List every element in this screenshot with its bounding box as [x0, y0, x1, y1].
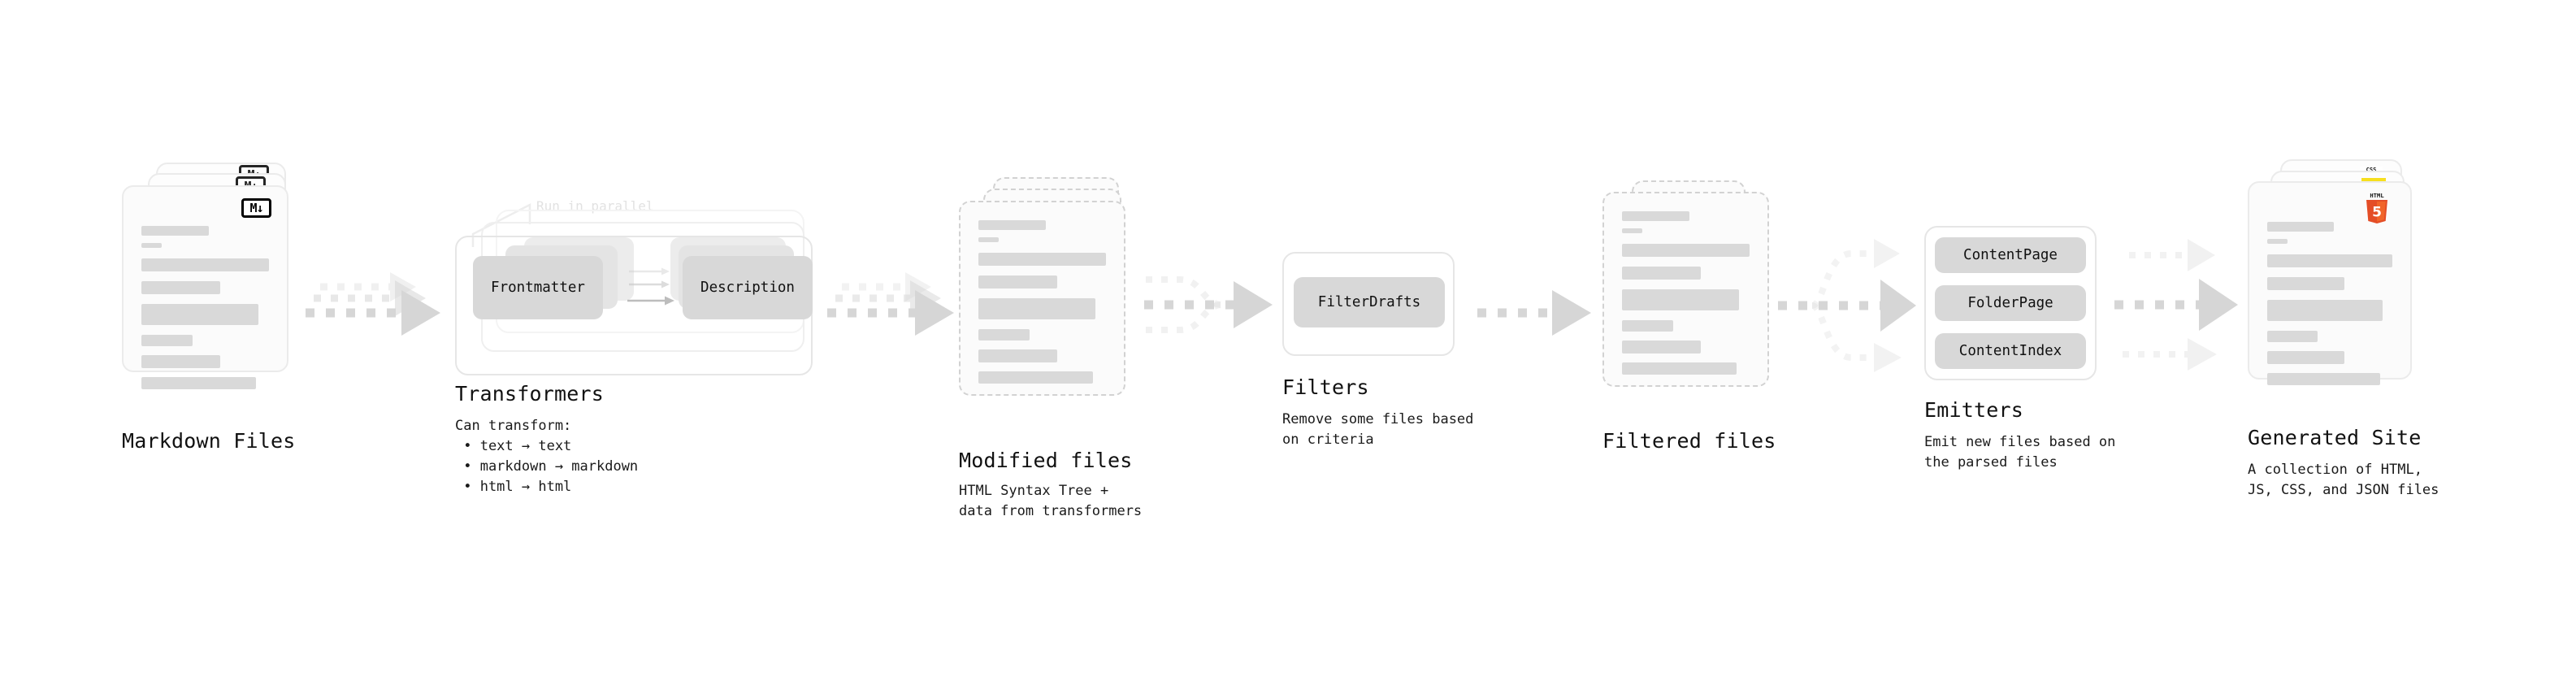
- skeleton-line: [2267, 239, 2288, 244]
- skeleton-line: [978, 220, 1047, 230]
- skeleton-line: [1622, 244, 1750, 257]
- stage-modified-files: [959, 177, 1146, 437]
- html5-logo-wordmark: HTML: [2370, 192, 2384, 199]
- skeleton-line: [2267, 277, 2345, 290]
- skeleton-line: [978, 275, 1058, 288]
- skeleton-line: [2267, 300, 2383, 321]
- emitter-node-label: ContentPage: [1963, 247, 2058, 263]
- connector-filters-to-filtered: [1471, 280, 1617, 345]
- stage-generated-site: CSS HTML 5: [2248, 159, 2451, 427]
- skeleton-line: [2267, 351, 2345, 364]
- skeleton-lines: [2267, 222, 2392, 393]
- skeleton-line: [1622, 228, 1643, 233]
- markdown-logo-front: M↓: [241, 198, 271, 218]
- stage-emitters: ContentPage FolderPage ContentIndex: [1924, 226, 2111, 388]
- skeleton-line: [2267, 331, 2318, 342]
- skeleton-line: [1622, 340, 1702, 354]
- emitter-node-label: FolderPage: [1967, 295, 2053, 311]
- skeleton-line: [141, 355, 221, 368]
- connector-filtered-to-emitters: [1773, 234, 1936, 376]
- description-generated-site: A collection of HTML, JS, CSS, and JSON …: [2248, 462, 2439, 498]
- filtered-card-front[interactable]: [1602, 192, 1769, 387]
- skeleton-line: [978, 349, 1058, 362]
- skeleton-line: [978, 371, 1094, 384]
- transformer-inner-arrows: [627, 267, 674, 306]
- markdown-card-front[interactable]: M↓: [122, 185, 288, 389]
- skeleton-line: [141, 226, 210, 236]
- skeleton-line: [141, 281, 221, 294]
- emitter-node-label: ContentIndex: [1958, 343, 2062, 359]
- caption-generated-site: Generated Site: [2248, 426, 2422, 449]
- description-filters: Remove some files based on criteria: [1282, 411, 1474, 448]
- modified-card-front[interactable]: [959, 201, 1125, 396]
- stage-transformers: Run in parallel Frontmatter: [455, 195, 845, 382]
- connector-transformers-to-modified: [813, 264, 975, 345]
- transformer-node-frontmatter[interactable]: Frontmatter: [473, 256, 603, 319]
- skeleton-line: [141, 258, 269, 271]
- skeleton-line: [141, 335, 193, 346]
- caption-filters: Filters: [1282, 375, 1369, 399]
- skeleton-line: [1622, 289, 1740, 310]
- skeleton-line: [978, 237, 1000, 242]
- transformer-node-description[interactable]: Description: [683, 256, 813, 319]
- connector-md-to-transformers: [302, 264, 465, 345]
- markdown-logo-letter: M: [249, 200, 257, 215]
- transformer-node-label: Description: [700, 280, 795, 296]
- description-emitters: Emit new files based on the parsed files: [1924, 434, 2116, 471]
- skeleton-lines: [978, 220, 1106, 391]
- skeleton-line: [2267, 254, 2392, 267]
- site-card-front-html[interactable]: HTML 5: [2248, 181, 2412, 385]
- caption-modified-files: Modified files: [959, 449, 1133, 472]
- caption-filtered-files: Filtered files: [1602, 429, 1776, 453]
- caption-markdown-files: Markdown Files: [122, 429, 296, 453]
- connector-emitters-to-site: [2111, 234, 2257, 376]
- emitter-node-folderpage[interactable]: FolderPage: [1935, 285, 2086, 321]
- skeleton-lines: [141, 226, 269, 397]
- emitters-group[interactable]: [1924, 226, 2097, 380]
- skeleton-line: [978, 298, 1096, 319]
- html5-logo-number: 5: [2372, 205, 2382, 221]
- html5-logo: HTML 5: [2366, 192, 2387, 223]
- caption-transformers: Transformers: [455, 382, 605, 406]
- skeleton-line: [1622, 267, 1702, 280]
- filter-node-filterdrafts[interactable]: FilterDrafts: [1294, 277, 1445, 327]
- stage-markdown-files: M↓ M↓ M↓: [122, 163, 309, 414]
- transformer-node-label: Frontmatter: [491, 280, 585, 296]
- skeleton-line: [1622, 320, 1673, 332]
- markdown-logo-arrow: ↓: [256, 200, 264, 215]
- skeleton-line: [141, 377, 257, 389]
- skeleton-line: [978, 253, 1106, 266]
- connector-modified-to-filters: [1138, 260, 1292, 354]
- skeleton-line: [141, 243, 163, 248]
- filters-group[interactable]: [1282, 252, 1455, 356]
- filter-node-label: FilterDrafts: [1317, 294, 1421, 310]
- skeleton-line: [1622, 362, 1737, 375]
- stage-filters: FilterDrafts: [1282, 252, 1461, 366]
- caption-emitters: Emitters: [1924, 398, 2024, 422]
- skeleton-line: [978, 329, 1030, 340]
- skeleton-line: [141, 304, 259, 325]
- skeleton-line: [2267, 222, 2334, 232]
- css-logo-label: CSS: [2366, 167, 2377, 173]
- skeleton-lines: [1622, 211, 1750, 382]
- emitter-node-contentindex[interactable]: ContentIndex: [1935, 333, 2086, 369]
- stage-filtered-files: [1602, 180, 1789, 424]
- description-transformers: Can transform: • text → text • markdown …: [455, 418, 639, 495]
- skeleton-line: [1622, 211, 1690, 221]
- skeleton-line: [2267, 373, 2380, 385]
- emitter-node-contentpage[interactable]: ContentPage: [1935, 237, 2086, 273]
- description-modified-files: HTML Syntax Tree + data from transformer…: [959, 483, 1143, 519]
